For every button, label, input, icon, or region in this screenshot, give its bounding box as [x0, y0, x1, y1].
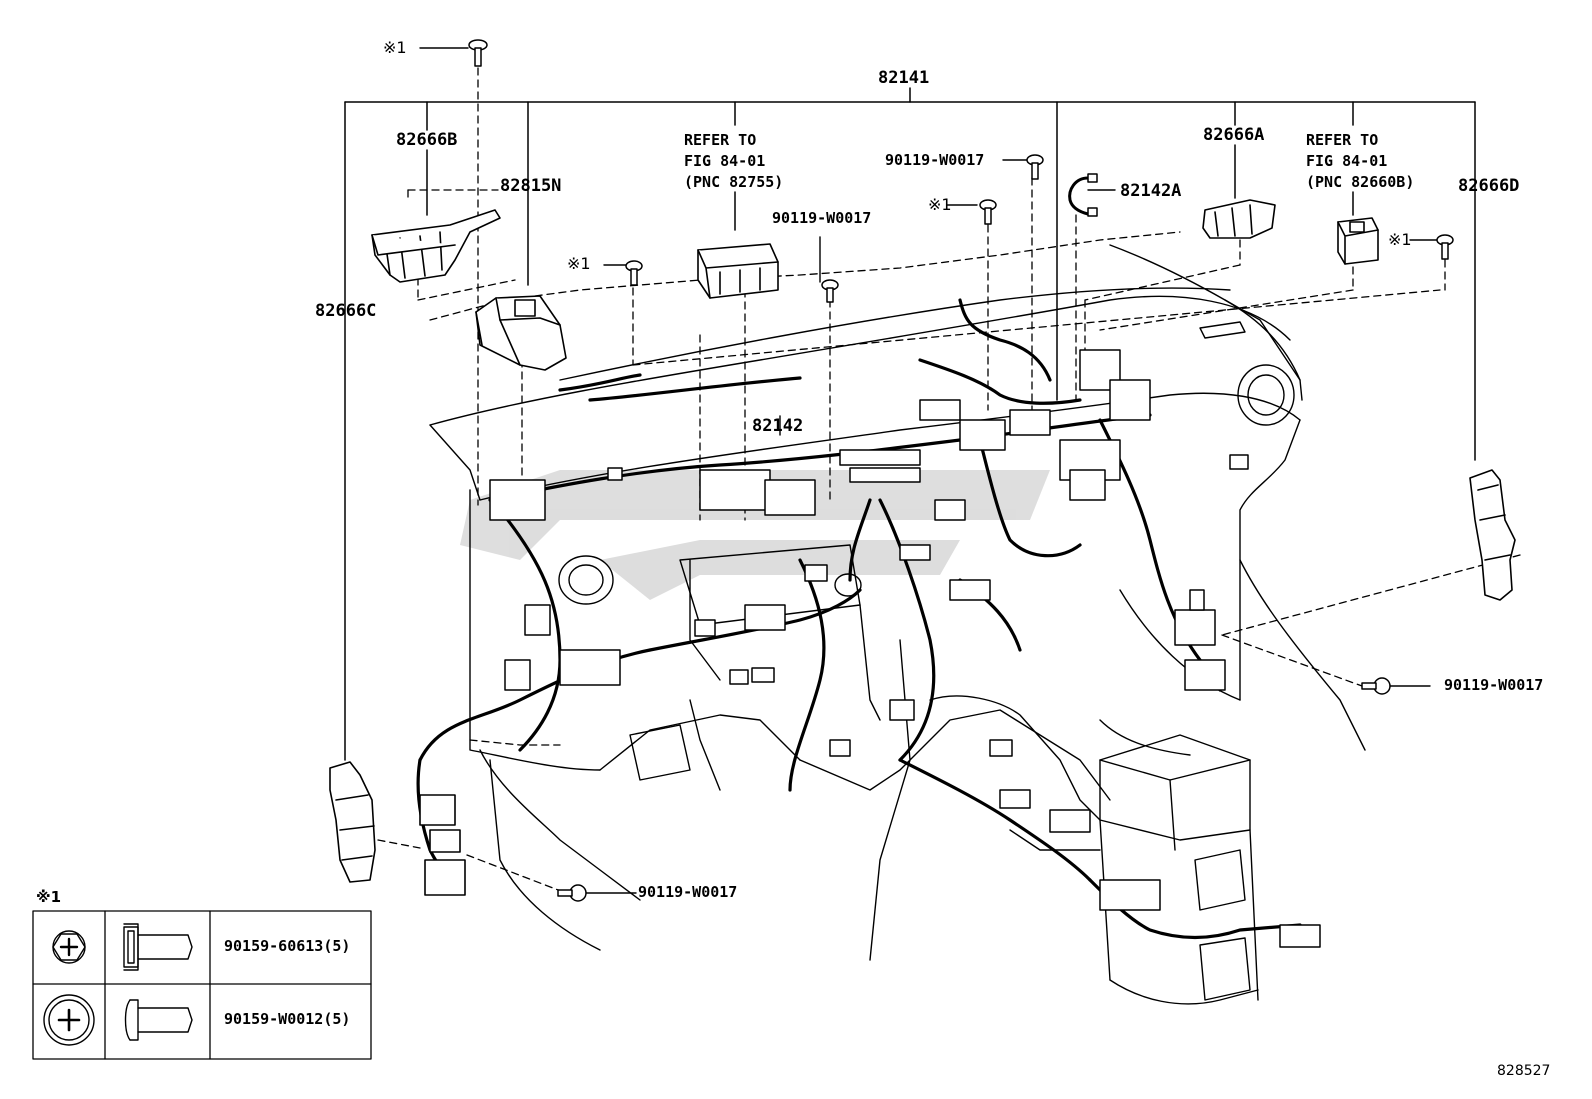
- watermark-logo: [460, 470, 1050, 600]
- refer-left-line2: FIG 84-01: [684, 152, 766, 170]
- bolt-right-icon: [1361, 677, 1391, 695]
- refer-right-line3: (PNC 82660B): [1306, 173, 1415, 191]
- screw-center-icon: [979, 199, 997, 225]
- bracket-82666c: [329, 761, 376, 883]
- bolt-mid-icon: [821, 279, 839, 303]
- alignment-dashes: [377, 67, 1521, 894]
- bolt-bottom-icon: [557, 884, 587, 902]
- instrument-panel-outline: [429, 244, 1366, 961]
- legend-title: ※1: [36, 888, 62, 906]
- label-82142a: 82142A: [1120, 181, 1182, 201]
- label-bolt-mid: 90119-W0017: [772, 209, 872, 227]
- bracket-82666a: [1202, 199, 1276, 239]
- round-head-screw-side-icon: [124, 999, 193, 1041]
- lower-left-connectors: [419, 794, 466, 896]
- screw-top-icon: [468, 39, 488, 67]
- clip-82142a: [1068, 173, 1098, 217]
- part-82660b: [1337, 217, 1379, 265]
- legend-part-1: 90159-60613(5): [224, 937, 351, 955]
- note-mark-top: ※1: [383, 38, 407, 57]
- label-82666b: 82666B: [396, 130, 458, 150]
- refer-left-line1: REFER TO: [684, 131, 757, 149]
- label-82666a: 82666A: [1203, 125, 1265, 145]
- label-82142: 82142: [752, 416, 804, 436]
- note-mark-right: ※1: [1388, 230, 1412, 249]
- refer-right-line2: FIG 84-01: [1306, 152, 1388, 170]
- lower-panel: [558, 321, 1295, 791]
- screw-upper-icon: [1026, 154, 1044, 180]
- screw-right-icon: [1436, 234, 1454, 260]
- legend-part-2: 90159-W0012(5): [224, 1010, 351, 1028]
- label-82666d: 82666D: [1458, 176, 1520, 196]
- main-harness-leader: [344, 87, 1476, 761]
- diagram-id: 828527: [1497, 1063, 1551, 1079]
- hex-flange-bolt-icon: [52, 930, 86, 964]
- part-82755: [697, 243, 779, 299]
- hex-flange-bolt-side-icon: [123, 923, 193, 971]
- round-head-screw-icon: [43, 994, 95, 1046]
- label-bolt-bottom: 90119-W0017: [638, 883, 738, 901]
- screw-icons: [468, 39, 1454, 902]
- harness-connectors: [489, 349, 1321, 948]
- label-82141: 82141: [878, 68, 930, 88]
- note-mark-left: ※1: [567, 254, 591, 273]
- label-82815n: 82815N: [500, 176, 562, 196]
- bracket-82666d: [1469, 469, 1516, 601]
- refer-right-line1: REFER TO: [1306, 131, 1379, 149]
- label-bolt-right: 90119-W0017: [1444, 676, 1544, 694]
- note-leaders: [419, 47, 1439, 894]
- legend-table: [32, 910, 372, 1060]
- label-bolt-top: 90119-W0017: [885, 151, 985, 169]
- label-82666c: 82666C: [315, 301, 377, 321]
- refer-left-line3: (PNC 82755): [684, 173, 784, 191]
- note-mark-center: ※1: [928, 195, 952, 214]
- relay-block-82815n: [475, 295, 567, 371]
- screw-left-icon: [625, 260, 643, 286]
- bracket-82666b: [371, 209, 501, 283]
